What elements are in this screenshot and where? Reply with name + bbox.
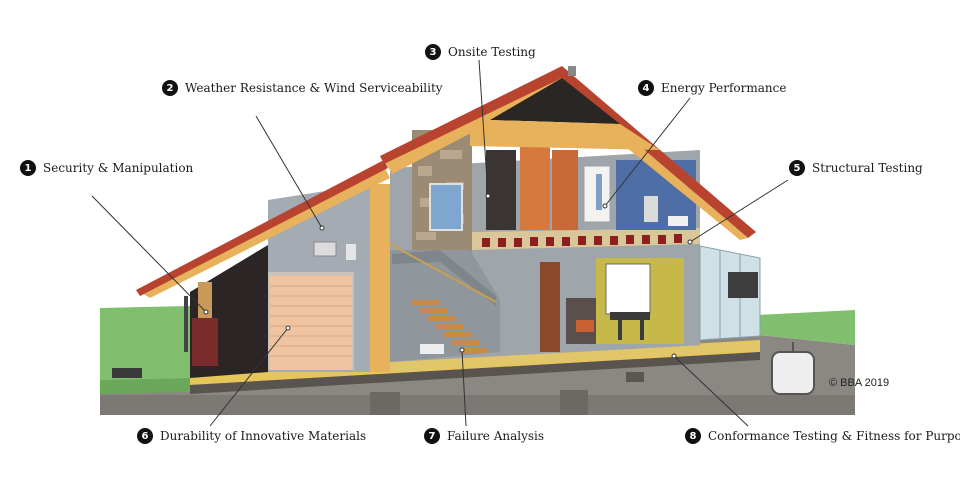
callout-number: 7 [424, 428, 440, 444]
garage-section [112, 184, 370, 378]
callout-number: 3 [425, 44, 441, 60]
callout-number: 1 [20, 160, 36, 176]
interior [389, 128, 761, 372]
callout-structural-testing: 5 Structural Testing [789, 160, 923, 176]
drain-fitting [626, 372, 644, 382]
callout-failure-analysis: 7 Failure Analysis [424, 428, 544, 444]
callout-label: Structural Testing [812, 161, 923, 175]
callout-conformance-testing: 8 Conformance Testing & Fitness for Purp… [685, 428, 960, 444]
timber-post-left [370, 184, 390, 372]
callout-durability: 6 Durability of Innovative Materials [137, 428, 366, 444]
callout-number: 8 [685, 428, 701, 444]
callout-label: Failure Analysis [447, 429, 545, 443]
copyright-notice: © BBA 2019 [829, 377, 890, 389]
callout-energy-performance: 4 Energy Performance [638, 80, 786, 96]
callout-number: 4 [638, 80, 654, 96]
callout-number: 6 [137, 428, 153, 444]
leader-lines [91, 59, 789, 427]
callout-label: Durability of Innovative Materials [160, 429, 367, 443]
callout-label: Onsite Testing [448, 45, 536, 59]
septic-tank [771, 342, 815, 395]
callout-number: 5 [789, 160, 805, 176]
callout-number: 2 [162, 80, 178, 96]
callout-label: Conformance Testing & Fitness for Purpos… [708, 429, 960, 443]
callout-label: Weather Resistance & Wind Serviceability [185, 81, 443, 95]
callout-onsite-testing: 3 Onsite Testing [425, 44, 536, 60]
roof [136, 66, 756, 298]
callout-label: Security & Manipulation [43, 161, 194, 175]
callout-security: 1 Security & Manipulation [20, 160, 193, 176]
callout-label: Energy Performance [661, 81, 787, 95]
callout-weather-resistance: 2 Weather Resistance & Wind Serviceabili… [162, 80, 443, 96]
